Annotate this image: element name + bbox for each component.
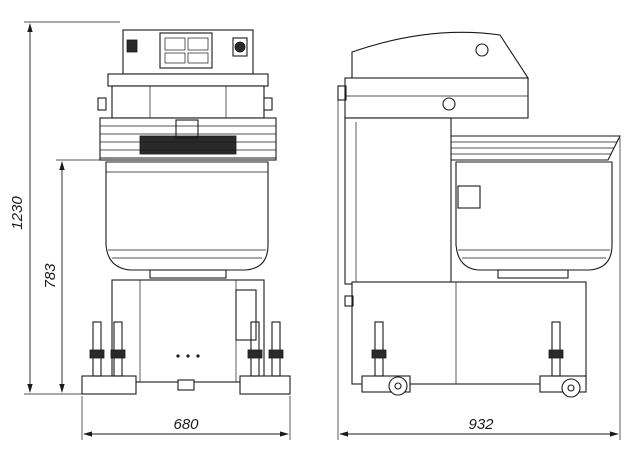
dimension-front-width: 680 [81, 396, 291, 440]
dimension-label-total-height: 1230 [9, 196, 26, 230]
head-housing [97, 73, 273, 119]
dimension-total-height: 1230 [9, 21, 120, 395]
machine-base [81, 279, 291, 395]
bowl-guard [99, 117, 277, 161]
dimension-label-bowl-height: 783 [42, 263, 59, 289]
front-view [81, 29, 291, 395]
side-base [344, 281, 587, 398]
dimension-bowl-height: 783 [42, 159, 106, 393]
side-column [344, 117, 452, 285]
control-box [122, 29, 254, 75]
dimension-side-depth: 932 [337, 100, 621, 440]
side-bowl-guard [447, 135, 621, 161]
side-bowl [455, 161, 613, 279]
dimension-label-front-width: 680 [173, 416, 199, 433]
side-head [337, 31, 530, 119]
mixing-bowl [105, 161, 269, 279]
leveling-jacks [89, 321, 284, 377]
side-view [337, 31, 621, 398]
dimension-label-side-depth: 932 [468, 416, 494, 433]
